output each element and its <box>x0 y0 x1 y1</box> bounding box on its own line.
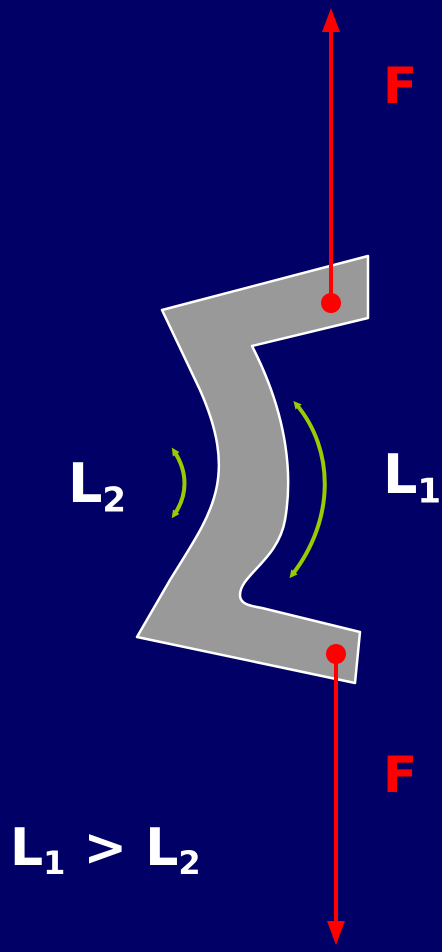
force-point-bottom <box>326 644 346 664</box>
force-point-top <box>321 293 341 313</box>
force-arrowhead-top <box>322 8 340 32</box>
l2-letter: L <box>68 452 103 515</box>
length-label-l1: L1 <box>383 448 441 509</box>
l2-subscript: 2 <box>102 480 127 521</box>
force-label-top: F <box>383 57 418 115</box>
l1-letter: L <box>383 443 418 506</box>
ineq-left-subscript: 1 <box>43 843 66 882</box>
ineq-left-letter: L <box>10 818 44 878</box>
ineq-right-letter: L <box>145 818 179 878</box>
ineq-operator: > <box>65 818 146 878</box>
ineq-right-subscript: 2 <box>178 843 201 882</box>
specimen-shape <box>135 254 370 685</box>
force-label-bottom: F <box>383 746 418 804</box>
l1-subscript: 1 <box>417 471 442 512</box>
length-arrow-l2 <box>171 447 187 519</box>
force-arrowhead-bottom <box>327 921 345 945</box>
length-label-l2: L2 <box>68 457 126 518</box>
inequality-label: L1 > L2 <box>10 822 201 879</box>
length-arrow-l1 <box>289 400 327 579</box>
